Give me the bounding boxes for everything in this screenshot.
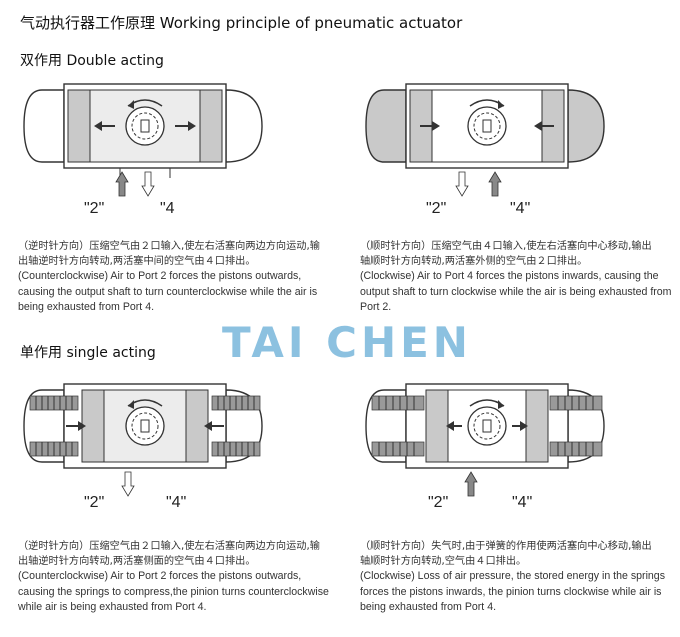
single-acting-ccw-diagram <box>23 383 263 497</box>
double-acting-cw-caption: （顺时针方向）压缩空气由４口输入,使左右活塞向中心移动,输出 轴顺时针方向转动,… <box>360 239 675 315</box>
dbl-ccw-port-4-label: "4 <box>160 200 175 217</box>
dbl-ccw-port-2-label: "2" <box>84 200 105 217</box>
sgl-ccw-port-2-label: "2" <box>84 494 105 511</box>
caption-en: (Counterclockwise) Air to Port 2 forces … <box>18 270 318 313</box>
dbl-cw-port-4-label: "4" <box>510 200 531 217</box>
single-acting-heading: 单作用 single acting <box>20 345 156 361</box>
single-acting-cw-diagram <box>365 383 605 497</box>
double-acting-ccw-caption: （逆时针方向）压缩空气由２口输入,使左右活塞向两边方向运动,输 出轴逆时针方向转… <box>18 239 333 315</box>
double-acting-cw-diagram <box>365 83 605 197</box>
sgl-ccw-port-4-label: "4" <box>166 494 187 511</box>
caption-zh-line: （顺时针方向）失气时,由于弹簧的作用使两活塞向中心移动,输出 <box>360 541 652 552</box>
caption-en: (Counterclockwise) Air to Port 2 forces … <box>18 570 329 613</box>
single-acting-cw-caption: （顺时针方向）失气时,由于弹簧的作用使两活塞向中心移动,输出 轴顺时针方向转动,… <box>360 539 675 615</box>
sgl-cw-port-4-label: "4" <box>512 494 533 511</box>
caption-en: (Clockwise) Air to Port 4 forces the pis… <box>360 270 672 313</box>
sgl-cw-port-2-label: "2" <box>428 494 449 511</box>
double-acting-ccw-diagram <box>23 83 263 197</box>
caption-zh-line: （逆时针方向）压缩空气由２口输入,使左右活塞向两边方向运动,输 <box>18 541 320 552</box>
caption-en: (Clockwise) Loss of air pressure, the st… <box>360 570 665 613</box>
caption-zh-line: 轴顺时针方向转动,两活塞外侧的空气由２口排出。 <box>360 256 588 268</box>
caption-zh-line: 出轴逆时针方向转动,两活塞侧面的空气由４口排出。 <box>18 556 256 568</box>
caption-zh-line: （逆时针方向）压缩空气由２口输入,使左右活塞向两边方向运动,输 <box>18 241 320 252</box>
dbl-cw-port-2-label: "2" <box>426 200 447 217</box>
caption-zh-line: 出轴逆时针方向转动,两活塞中间的空气由４口排出。 <box>18 256 256 268</box>
caption-zh-line: 轴顺时针方向转动,空气由４口排出。 <box>360 556 527 568</box>
single-acting-ccw-caption: （逆时针方向）压缩空气由２口输入,使左右活塞向两边方向运动,输 出轴逆时针方向转… <box>18 539 333 615</box>
page-title: 气动执行器工作原理 Working principle of pneumatic… <box>20 14 463 32</box>
watermark-logo: TAI CHEN <box>222 318 472 367</box>
caption-zh-line: （顺时针方向）压缩空气由４口输入,使左右活塞向中心移动,输出 <box>360 241 652 252</box>
double-acting-heading: 双作用 Double acting <box>20 53 164 69</box>
